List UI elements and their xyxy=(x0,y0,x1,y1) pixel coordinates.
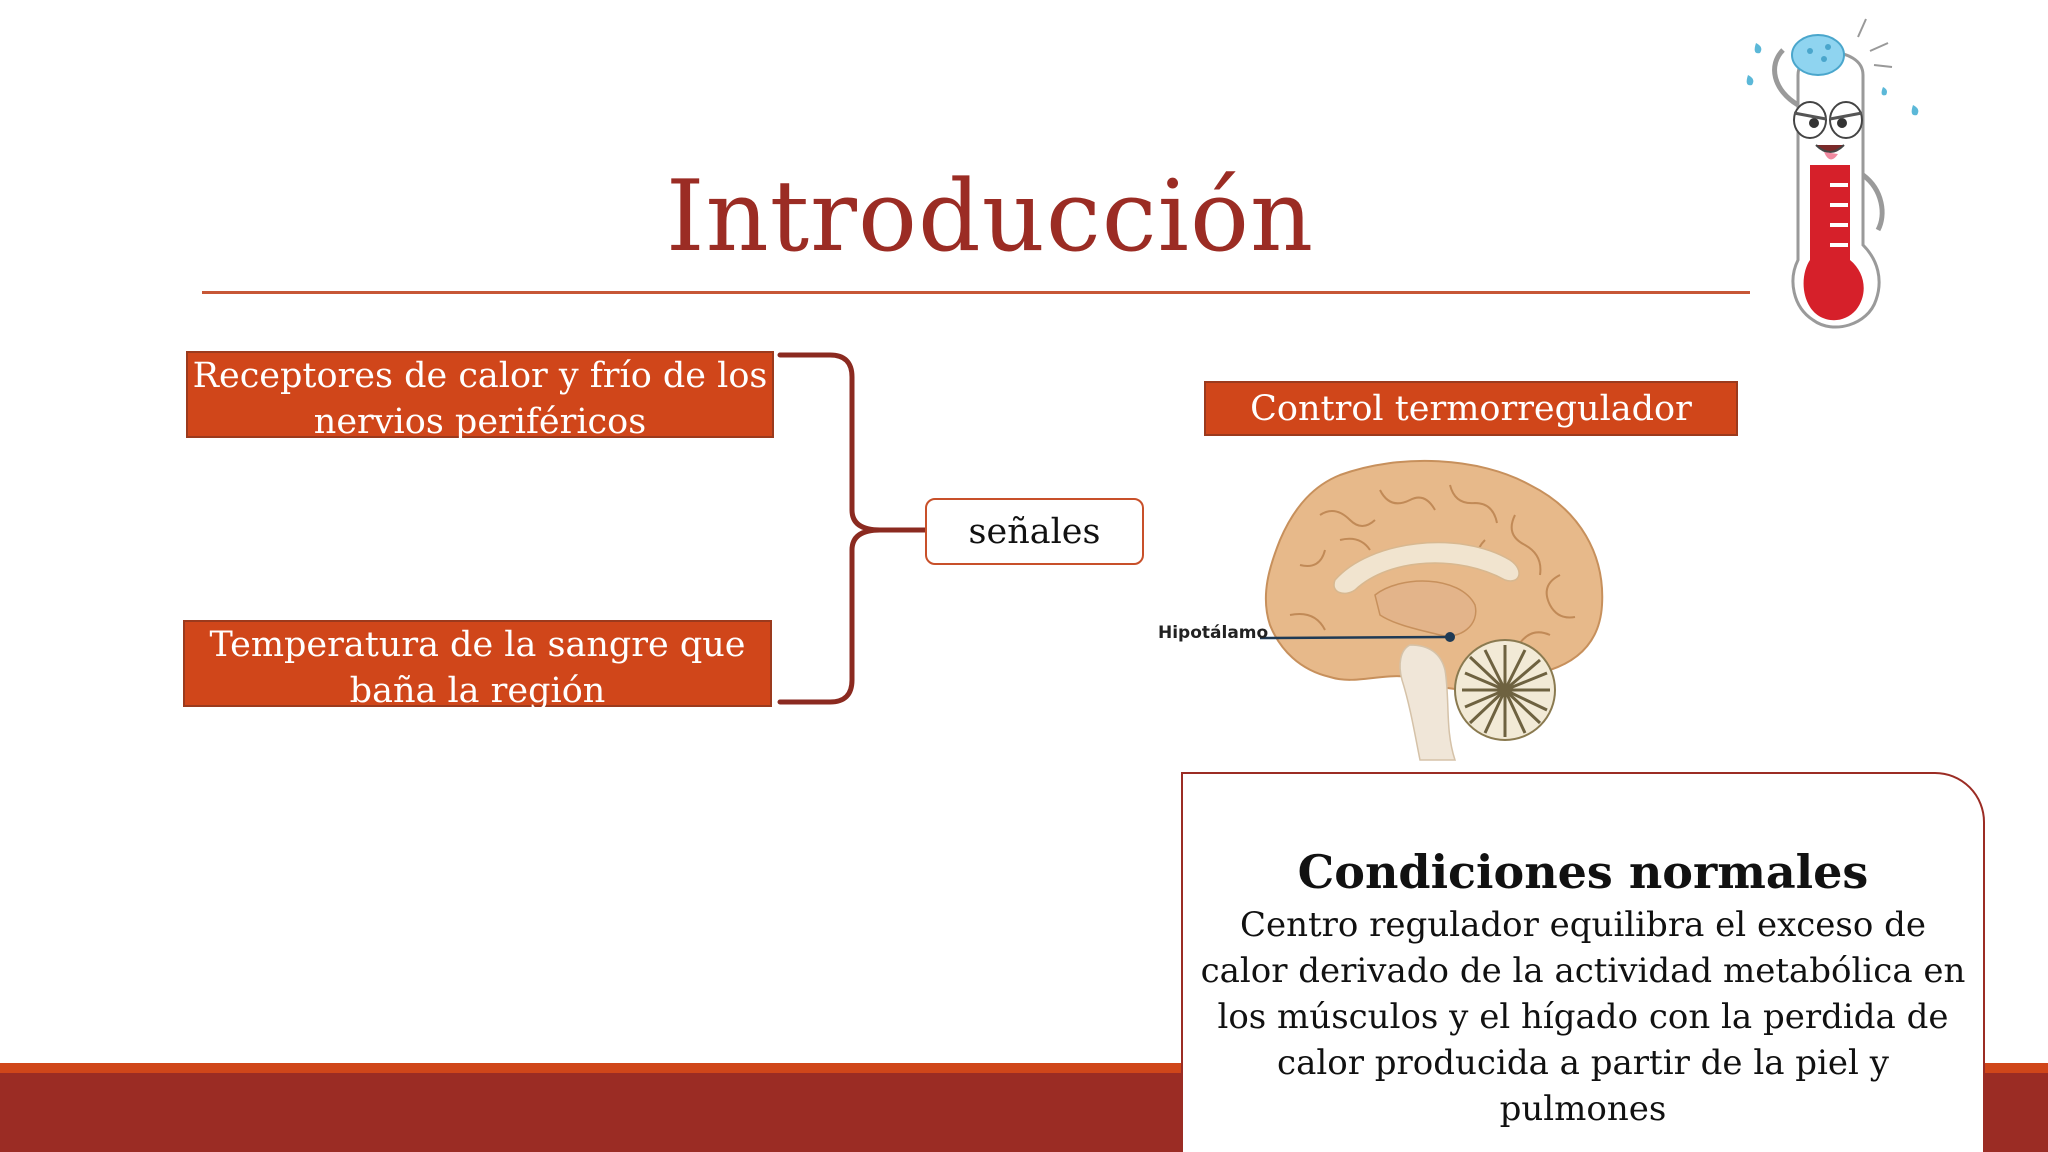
bracket-connector xyxy=(777,352,928,705)
page-title: Introducción xyxy=(665,160,1315,274)
control-termorregulador-box: Control termorregulador xyxy=(1204,381,1738,436)
title-divider xyxy=(202,291,1750,294)
hipotalamo-label: Hipotálamo xyxy=(1158,623,1269,643)
sick-thermometer-icon xyxy=(1746,18,1919,329)
temperatura-box: Temperatura de la sangre que baña la reg… xyxy=(183,620,772,711)
receptores-box: Receptores de calor y frío de los nervio… xyxy=(186,351,774,442)
footer-accent-bar xyxy=(0,1063,2048,1073)
brain-diagram-icon xyxy=(1259,459,1604,761)
card-title: Condiciones normales xyxy=(1297,845,1869,899)
card-body: Centro regulador equilibra el exceso de … xyxy=(1200,905,1966,1129)
condiciones-card: Condiciones normales Centro regulador eq… xyxy=(1181,772,1985,1152)
senales-box: señales xyxy=(925,498,1144,565)
